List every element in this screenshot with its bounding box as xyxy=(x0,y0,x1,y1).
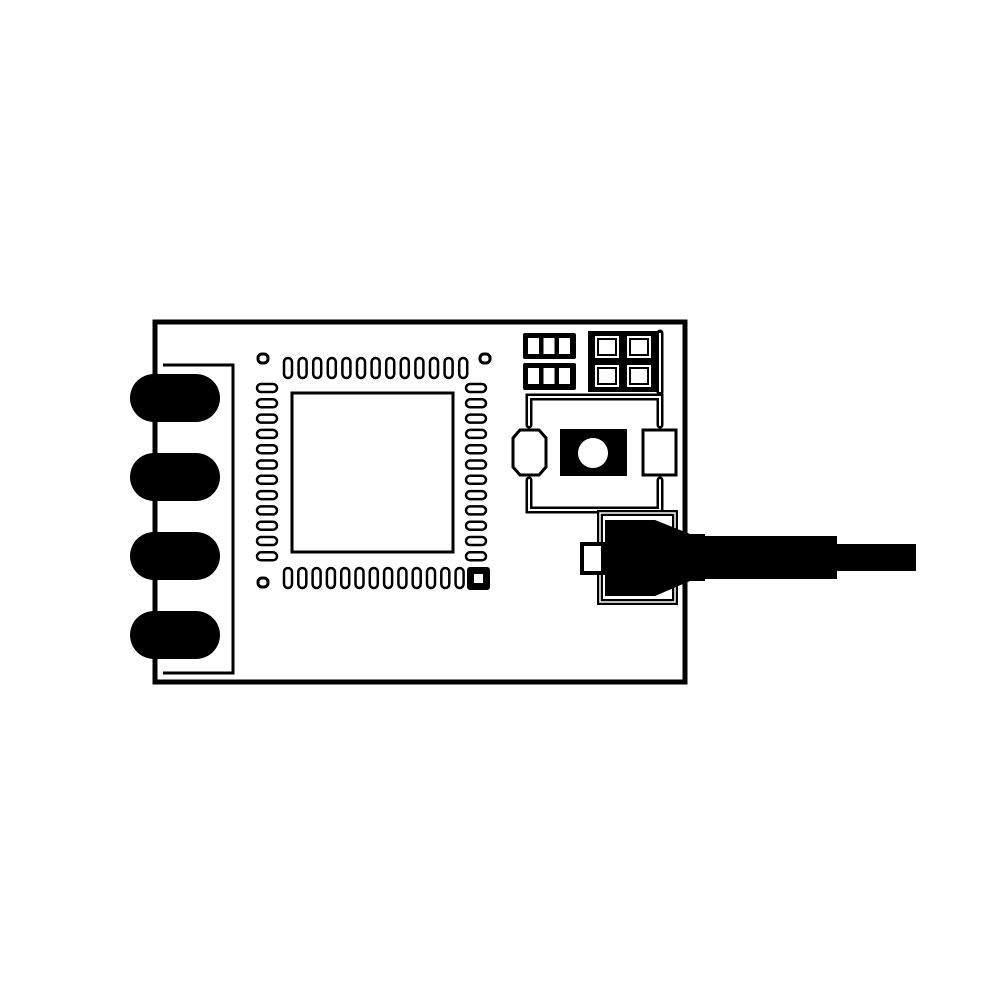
chip-pad-right xyxy=(464,505,488,516)
corner-pad xyxy=(478,352,492,365)
chip-pad-bottom xyxy=(454,566,465,590)
chip-pad-left xyxy=(255,520,279,531)
chip-pad-bottom xyxy=(368,566,380,590)
chip-pad-bottom xyxy=(297,566,308,590)
chip-pad-top xyxy=(443,356,454,380)
chip-pad-top xyxy=(399,356,411,380)
capacitor-window xyxy=(631,340,647,354)
antenna-connector xyxy=(580,510,916,605)
chip-pad-right xyxy=(464,459,488,470)
chip-pad-right xyxy=(464,520,488,531)
chip-pad-right xyxy=(464,535,488,547)
cable-sleeve xyxy=(700,536,837,579)
chip xyxy=(255,352,492,590)
chip-pad-left xyxy=(255,535,279,547)
cable xyxy=(835,544,916,571)
resistor-window xyxy=(559,338,570,354)
chip-pad-left xyxy=(255,474,279,486)
chip-pad-bottom xyxy=(311,566,322,590)
chip-pad-right xyxy=(464,551,488,562)
chip-pad-top xyxy=(428,356,440,380)
switch-frame xyxy=(525,393,664,514)
chip-pad-top xyxy=(384,356,396,380)
chip-pad-left xyxy=(255,551,279,562)
chip-pad-right xyxy=(464,382,488,394)
chip-pad-top xyxy=(355,356,367,380)
chip-pad-left xyxy=(255,443,279,455)
chip-pad-bottom xyxy=(440,566,451,590)
antenna-lobe xyxy=(130,532,220,580)
resistor-window xyxy=(543,368,555,384)
antenna-lobe xyxy=(130,374,220,422)
chip-pad-bottom xyxy=(425,566,437,590)
chip-pad-bottom xyxy=(397,566,408,590)
chip-pad-right xyxy=(464,443,488,455)
chip-pad-top xyxy=(282,356,294,380)
chip-pad-top xyxy=(370,356,381,380)
button-circle xyxy=(578,438,608,468)
chip-pad-left xyxy=(255,459,279,470)
capacitor-window xyxy=(599,369,615,383)
antenna-lobe xyxy=(130,453,220,501)
chip-pad-left xyxy=(255,413,279,424)
corner-pad xyxy=(256,576,270,589)
chip-pad-top xyxy=(311,356,323,380)
antenna-bracket xyxy=(163,363,235,675)
corner-pad xyxy=(256,352,270,365)
chip-pad-left xyxy=(255,428,279,440)
chip-pad-bottom xyxy=(325,566,337,590)
resistor-window xyxy=(528,368,539,384)
chip-pad-bottom xyxy=(354,566,365,590)
chip-pad-top xyxy=(457,356,469,380)
capacitor-window xyxy=(599,340,615,354)
chip-pad-top xyxy=(341,356,352,380)
connector-plug xyxy=(605,520,705,596)
chip-body xyxy=(290,391,455,554)
chip-pad-bottom xyxy=(339,566,351,590)
resistor-window xyxy=(559,368,570,384)
chip-pad-bottom xyxy=(282,566,294,590)
resistor-arrays xyxy=(523,329,664,396)
chip-pad-top xyxy=(414,356,425,380)
chip-pad-right xyxy=(464,474,488,486)
chip-pad-left xyxy=(255,505,279,516)
capacitor-window xyxy=(631,369,647,383)
resistor-window xyxy=(528,338,539,354)
crystal-component xyxy=(511,428,548,477)
antenna-lobe xyxy=(130,611,220,659)
chip-pad-left xyxy=(255,489,279,501)
pin1-pad-inner xyxy=(474,574,483,583)
chip-pad-right xyxy=(464,428,488,440)
led-component xyxy=(641,428,678,477)
chip-pad-right xyxy=(464,413,488,424)
resistor-window xyxy=(543,338,555,354)
connector-tab xyxy=(580,542,605,575)
chip-pad-bottom xyxy=(382,566,394,590)
chip-pad-left xyxy=(255,398,279,409)
chip-pad-left xyxy=(255,382,279,394)
chip-pad-right xyxy=(464,398,488,409)
chip-pad-top xyxy=(326,356,338,380)
chip-pad-bottom xyxy=(411,566,422,590)
antenna xyxy=(130,363,235,675)
chip-pad-top xyxy=(297,356,308,380)
chip-pad-right xyxy=(464,489,488,501)
